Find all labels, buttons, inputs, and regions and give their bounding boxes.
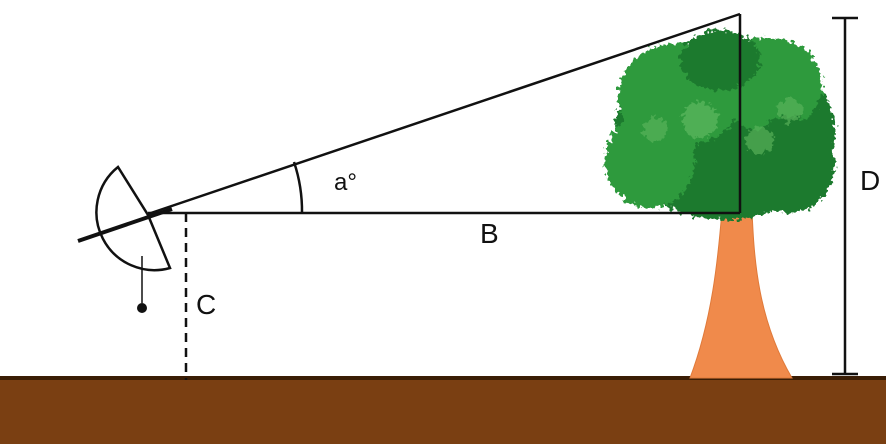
angle-label: a°	[334, 169, 357, 196]
tree-height-label: D	[860, 165, 880, 196]
clinometer-icon	[77, 165, 173, 272]
plumb-bob-icon	[137, 256, 147, 313]
tree-icon	[605, 30, 835, 220]
ground-edge	[0, 376, 886, 380]
sight-line	[147, 12, 741, 216]
tree-trunk	[689, 209, 793, 379]
horizontal-distance-label: B	[480, 218, 499, 249]
angle-arc	[292, 161, 304, 214]
instrument-height-label: C	[196, 289, 216, 320]
height-d-bracket	[832, 16, 858, 376]
ground	[0, 378, 886, 444]
